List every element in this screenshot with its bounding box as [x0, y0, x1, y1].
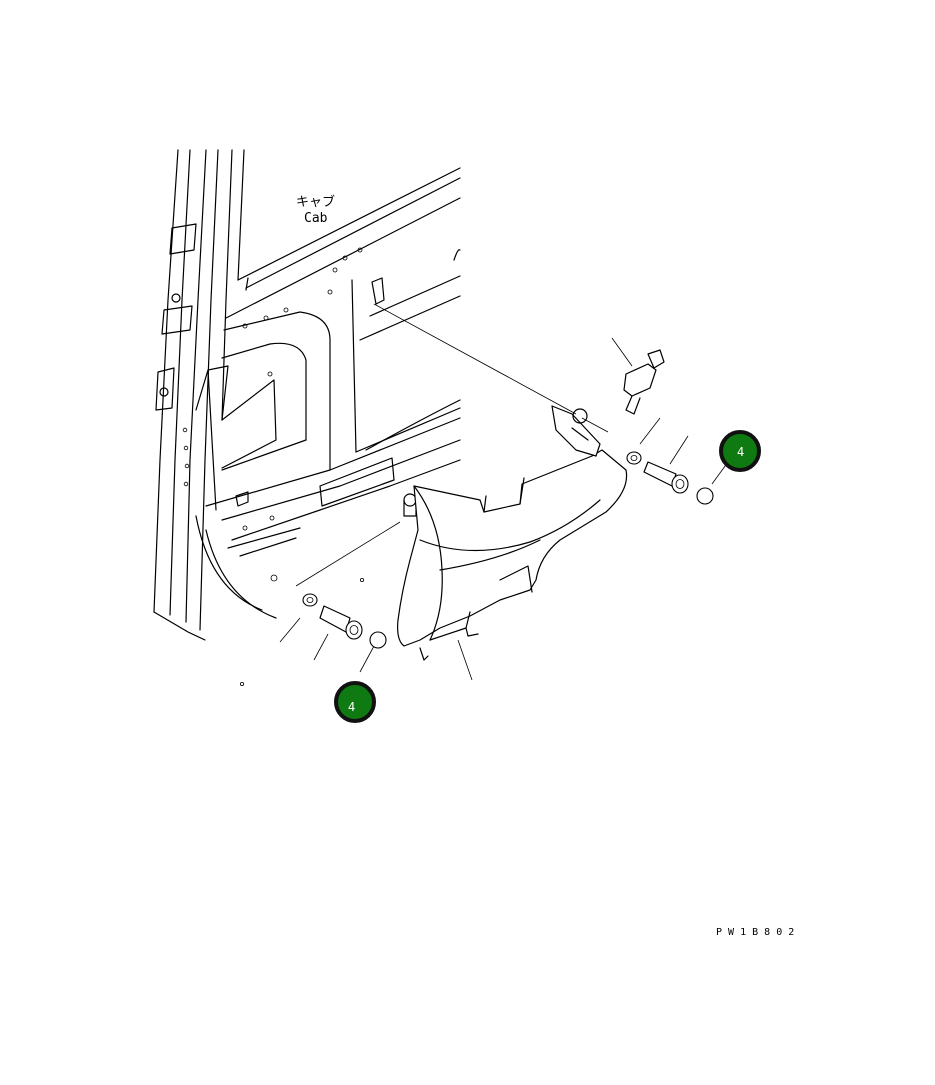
cab-label-en: Cab: [304, 211, 328, 226]
callout-right-circle: [719, 430, 761, 472]
callout-right-number: 4: [737, 445, 744, 459]
trim-cover: [397, 405, 628, 661]
reference-lines: [279, 303, 729, 681]
cab-label-jp: キャブ: [296, 194, 335, 210]
cab-structure: [153, 149, 461, 687]
drawing-code: P W 1 B 8 0 2: [716, 927, 794, 938]
callout-left[interactable]: 4: [334, 681, 376, 723]
callout-right[interactable]: 4: [719, 430, 761, 472]
callout-left-circle: [334, 681, 376, 723]
callout-left-number: 4: [348, 700, 355, 714]
fastener-set-right: [623, 349, 714, 505]
fastener-set-left: [302, 593, 387, 649]
